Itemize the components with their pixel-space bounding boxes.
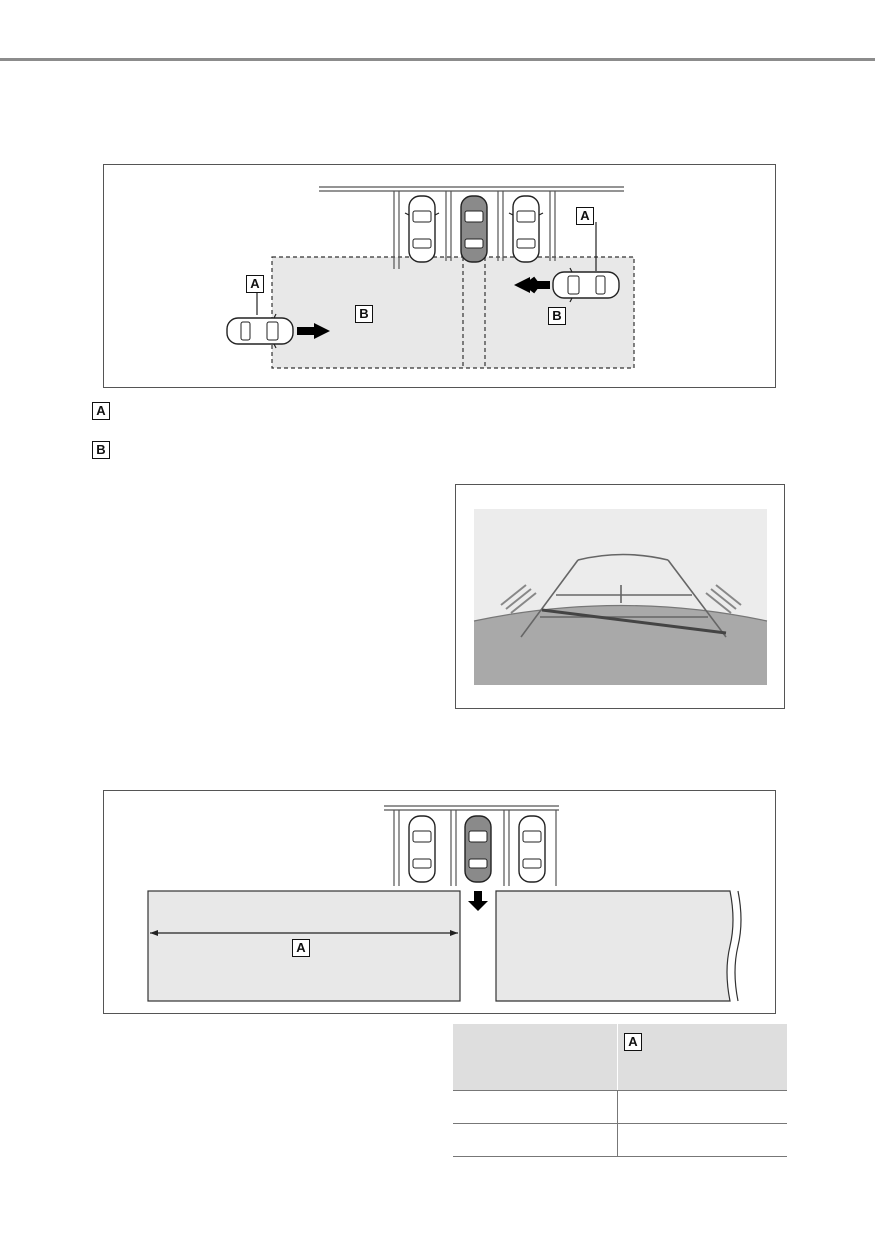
label-a-range: A <box>292 939 310 957</box>
rear-camera-view <box>455 484 785 709</box>
table-row <box>453 1090 787 1124</box>
label-b-right: B <box>548 307 566 325</box>
table-header-tag: A <box>624 1033 642 1051</box>
approaching-car-left-icon <box>226 313 294 349</box>
own-vehicle-icon <box>460 195 488 263</box>
own-vehicle-icon <box>464 815 492 883</box>
detection-range-table: A <box>453 1024 787 1157</box>
table-header-cell-1 <box>453 1024 618 1091</box>
parked-car-1 <box>404 195 440 263</box>
cross-traffic-diagram <box>226 186 635 369</box>
top-rule <box>0 58 875 61</box>
table-cell <box>617 1090 787 1124</box>
table-header-row: A <box>453 1024 787 1091</box>
label-a-right: A <box>576 207 594 225</box>
approaching-car-right-icon <box>552 267 620 303</box>
table-cell <box>453 1123 618 1157</box>
detection-range-diagram <box>147 805 742 1002</box>
camera-image <box>473 509 768 685</box>
table-header-cell-2: A <box>617 1024 787 1091</box>
table-row <box>453 1123 787 1157</box>
table-cell <box>617 1123 787 1157</box>
detection-range-figure: A <box>103 790 776 1014</box>
parked-car-3 <box>508 195 544 263</box>
label-b-left: B <box>355 305 373 323</box>
label-a-left: A <box>246 275 264 293</box>
legend-a-tag: A <box>92 402 110 420</box>
table-cell <box>453 1090 618 1124</box>
cross-traffic-figure: A A B B <box>103 164 776 388</box>
legend-b-tag: B <box>92 441 110 459</box>
